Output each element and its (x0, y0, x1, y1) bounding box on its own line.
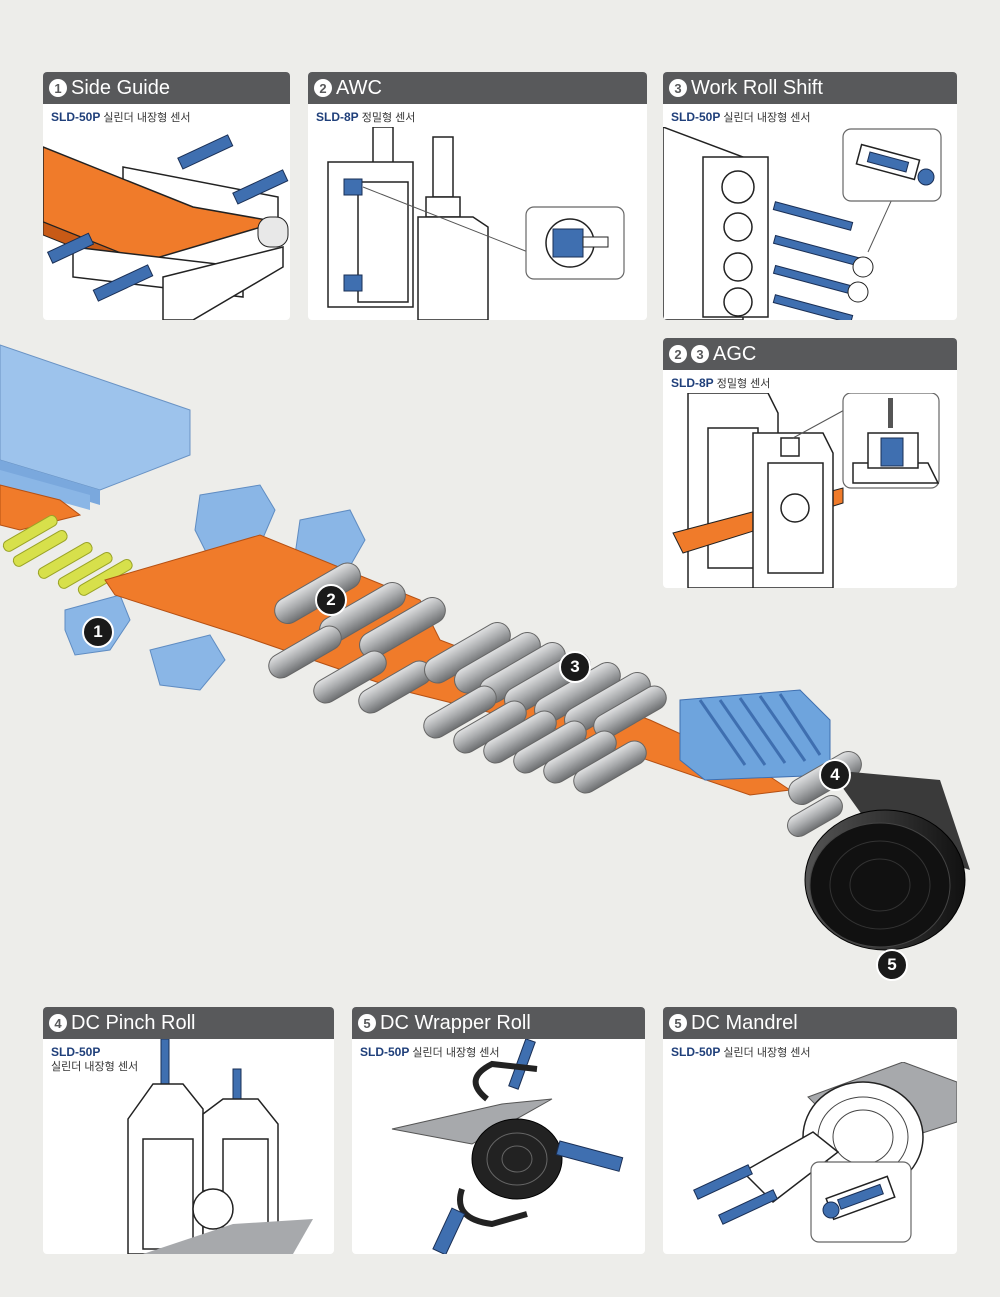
panel-header: 4 DC Pinch Roll (43, 1007, 334, 1039)
sensor-desc: 실린더 내장형 센서 (723, 112, 811, 124)
sensor-desc: 정밀형 센서 (361, 112, 416, 124)
sensor-desc: 실린더 내장형 센서 (103, 112, 191, 124)
panel-dc-mandrel: 5 DC Mandrel SLD-50P 실린더 내장형 센서 (663, 1007, 957, 1254)
dc-wrapper-roll-illustration (391, 1039, 624, 1254)
panel-title: DC Pinch Roll (71, 1011, 196, 1034)
sensor-desc: 실린더 내장형 센서 (723, 1047, 811, 1059)
sensor-desc: 정밀형 센서 (716, 378, 771, 390)
sensor-model: SLD-8P (671, 376, 714, 390)
panel-title: DC Mandrel (691, 1011, 798, 1034)
work-roll-shift-illustration (663, 127, 942, 320)
panel-header: 2 AWC (308, 72, 647, 104)
sensor-model: SLD-50P (51, 110, 101, 124)
sensor-model: SLD-50P (360, 1045, 410, 1059)
step-badge: 1 (49, 79, 67, 97)
panel-header: 3 Work Roll Shift (663, 72, 957, 104)
panel-subtitle: SLD-8P 정밀형 센서 (308, 104, 647, 125)
panel-title: Work Roll Shift (691, 76, 823, 99)
marker-5: 5 (876, 949, 908, 981)
panel-agc: 2 3 AGC SLD-8P 정밀형 센서 (663, 338, 957, 588)
sensor-desc: 실린더 내장형 센서 (412, 1047, 500, 1059)
panel-work-roll-shift: 3 Work Roll Shift SLD-50P 실린더 내장형 센서 (663, 72, 957, 320)
step-badge: 2 (669, 345, 687, 363)
panel-side-guide: 1 Side Guide SLD-50P 실린더 내장형 센서 (43, 72, 290, 320)
panel-header: 2 3 AGC (663, 338, 957, 370)
agc-illustration (672, 393, 940, 588)
panel-subtitle: SLD-50P 실린더 내장형 센서 (663, 1039, 957, 1060)
panel-dc-pinch-roll: 4 DC Pinch Roll SLD-50P 실린더 내장형 센서 (43, 1007, 334, 1254)
step-badge: 3 (669, 79, 687, 97)
panel-title: AGC (713, 342, 757, 365)
dc-pinch-roll-illustration (127, 1039, 313, 1254)
panel-subtitle: SLD-50P 실린더 내장형 센서 (43, 104, 290, 125)
step-badge: 2 (314, 79, 332, 97)
step-badge: 5 (669, 1014, 687, 1032)
marker-1: 1 (82, 616, 114, 648)
marker-3: 3 (559, 651, 591, 683)
sensor-model: SLD-50P (671, 1045, 721, 1059)
step-badge: 4 (49, 1014, 67, 1032)
panel-subtitle: SLD-50P 실린더 내장형 센서 (663, 104, 957, 125)
panel-subtitle: SLD-8P 정밀형 센서 (663, 370, 957, 391)
step-badge: 3 (691, 345, 709, 363)
sensor-model: SLD-8P (316, 110, 359, 124)
panel-header: 5 DC Mandrel (663, 1007, 957, 1039)
panel-header: 5 DC Wrapper Roll (352, 1007, 645, 1039)
dc-mandrel-illustration (693, 1062, 957, 1243)
marker-2: 2 (315, 584, 347, 616)
panel-header: 1 Side Guide (43, 72, 290, 104)
sensor-model: SLD-50P (51, 1045, 101, 1059)
panel-title: AWC (336, 76, 382, 99)
panel-awc: 2 AWC SLD-8P 정밀형 센서 (308, 72, 647, 320)
panel-subtitle: SLD-50P 실린더 내장형 센서 (43, 1039, 334, 1074)
panel-title: Side Guide (71, 76, 170, 99)
step-badge: 5 (358, 1014, 376, 1032)
panel-dc-wrapper-roll: 5 DC Wrapper Roll SLD-50P 실린더 내장형 센서 (352, 1007, 645, 1254)
awc-illustration (327, 127, 625, 320)
sensor-desc: 실린더 내장형 센서 (51, 1061, 139, 1073)
panel-subtitle: SLD-50P 실린더 내장형 센서 (352, 1039, 645, 1060)
panel-title: DC Wrapper Roll (380, 1011, 531, 1034)
marker-4: 4 (819, 759, 851, 791)
side-guide-illustration (43, 134, 289, 320)
sensor-model: SLD-50P (671, 110, 721, 124)
